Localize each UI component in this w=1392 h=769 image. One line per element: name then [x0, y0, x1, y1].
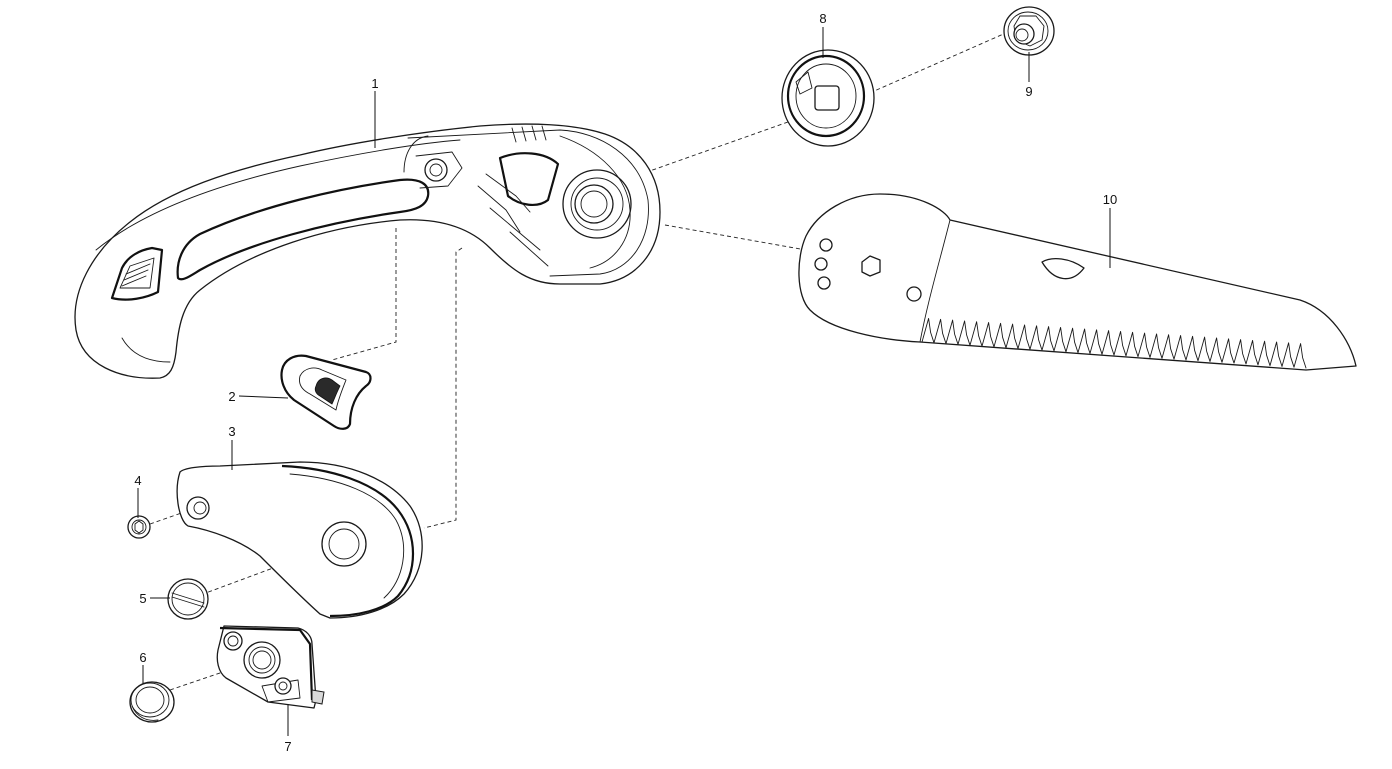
blade-teeth — [921, 317, 1307, 369]
part-3-cover-plate — [176, 461, 423, 619]
part-2-slider — [280, 354, 372, 430]
callout-4: 4 — [134, 473, 141, 488]
callout-1: 1 — [371, 76, 378, 91]
callout-8: 8 — [819, 11, 826, 26]
part-10-blade — [798, 193, 1357, 371]
leader-lines — [137, 27, 1111, 736]
part-6-ring-nut — [129, 681, 175, 723]
part-9-bolt — [1003, 6, 1055, 56]
blade-teeth-path — [921, 317, 1307, 369]
part-8-washer — [781, 49, 875, 147]
part-5-slotted-cap — [167, 578, 209, 620]
callout-7: 7 — [284, 739, 291, 754]
callout-6: 6 — [139, 650, 146, 665]
callout-9: 9 — [1025, 84, 1032, 99]
part-4-screw — [127, 515, 151, 539]
callout-5: 5 — [139, 591, 146, 606]
callout-10: 10 — [1103, 192, 1117, 207]
part-1-handle — [74, 123, 661, 379]
part-7-lock-plate — [216, 625, 325, 709]
callout-2: 2 — [228, 389, 235, 404]
callout-labels: 1 2 3 4 5 6 7 8 9 10 — [134, 11, 1117, 754]
callout-3: 3 — [228, 424, 235, 439]
